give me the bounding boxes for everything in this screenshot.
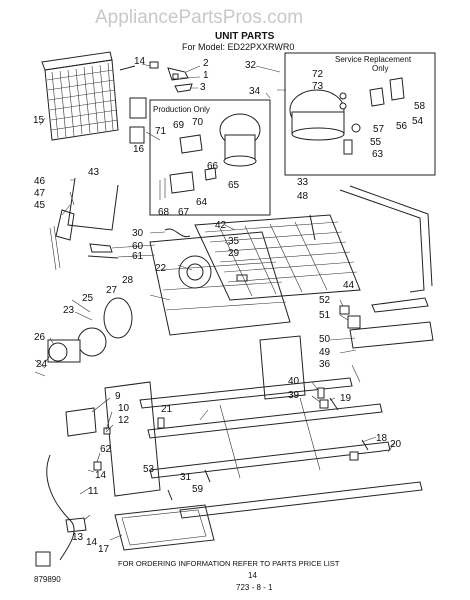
callout-63: 63 <box>372 149 384 160</box>
callout-53: 53 <box>143 464 155 475</box>
callout-17: 17 <box>98 544 110 555</box>
callout-11: 11 <box>88 486 99 497</box>
callout-27: 27 <box>106 285 118 296</box>
callout-labels: 14 2 1 3 32 72 73 58 54 56 57 55 63 15 3… <box>33 56 426 555</box>
callout-65: 65 <box>228 180 240 191</box>
diagram-title: UNIT PARTS <box>215 31 275 42</box>
callout-59: 59 <box>192 484 204 495</box>
callout-61: 61 <box>132 251 144 262</box>
callout-43: 43 <box>88 167 100 178</box>
callout-12: 12 <box>118 415 130 426</box>
callout-50: 50 <box>319 334 331 345</box>
callout-23: 23 <box>63 305 75 316</box>
callout-3: 3 <box>200 82 206 93</box>
callout-16: 16 <box>133 144 145 155</box>
callout-72: 72 <box>312 69 324 80</box>
tubing-parts <box>87 228 191 259</box>
callout-46: 46 <box>34 176 46 187</box>
service-inset-title-1: Service Replacement <box>335 55 412 64</box>
callout-49: 49 <box>319 347 331 358</box>
coil-bracket-rod <box>67 177 119 231</box>
callout-31: 31 <box>180 472 192 483</box>
callout-35: 35 <box>228 236 240 247</box>
callout-71: 71 <box>155 126 167 137</box>
callout-30: 30 <box>132 228 144 239</box>
callout-36: 36 <box>319 359 331 370</box>
callout-14-lower: 14 <box>95 470 107 481</box>
callout-42: 42 <box>215 220 227 231</box>
machine-compartment-panel <box>149 231 291 336</box>
callout-60: 60 <box>132 241 144 252</box>
callout-26: 26 <box>34 332 46 343</box>
callout-29: 29 <box>228 248 240 259</box>
callout-18: 18 <box>376 433 388 444</box>
callout-10: 10 <box>118 403 130 414</box>
top-small-parts <box>119 61 193 144</box>
callout-19: 19 <box>340 393 352 404</box>
condenser-coil <box>41 51 119 141</box>
callout-9: 9 <box>115 391 121 402</box>
production-only-inset: Production Only <box>149 99 271 216</box>
callout-70: 70 <box>192 117 204 128</box>
callout-66: 66 <box>207 161 219 172</box>
fan-motor-assembly <box>34 297 133 377</box>
callout-28: 28 <box>122 275 134 286</box>
callout-48: 48 <box>297 191 309 202</box>
callout-44: 44 <box>343 280 355 291</box>
service-inset-title-2: Only <box>372 64 388 73</box>
base-frame <box>104 335 423 519</box>
callout-20: 20 <box>390 439 402 450</box>
drier-bracket <box>49 209 75 271</box>
drain-pan <box>114 504 215 551</box>
callout-52: 52 <box>319 295 331 306</box>
callout-56: 56 <box>396 121 408 132</box>
callout-62: 62 <box>100 444 112 455</box>
drawing-code: 879890 <box>34 575 61 584</box>
callout-47: 47 <box>34 188 46 199</box>
callout-54: 54 <box>412 116 424 127</box>
callout-14: 14 <box>134 56 146 67</box>
callout-64: 64 <box>196 197 208 208</box>
suction-tubing <box>309 185 433 293</box>
callout-22: 22 <box>155 263 167 274</box>
callout-40: 40 <box>288 376 300 387</box>
callout-57: 57 <box>373 124 385 135</box>
callout-2: 2 <box>203 58 209 69</box>
callout-1: 1 <box>203 70 209 81</box>
frame-fasteners <box>157 387 369 501</box>
model-label: For Model: ED22PXXRWR0 <box>182 42 294 52</box>
callout-68: 68 <box>158 207 170 218</box>
page-number: 14 <box>248 571 257 580</box>
callout-14-bottom: 14 <box>86 537 98 548</box>
leader-lines <box>39 63 396 541</box>
watermark-text: AppliancePartsPros.com <box>95 7 303 28</box>
callout-45: 45 <box>34 200 46 211</box>
evaporator-coil <box>194 214 361 301</box>
callout-51: 51 <box>319 310 331 321</box>
callout-24: 24 <box>36 359 48 370</box>
service-replacement-inset: Service Replacement Only <box>284 52 436 176</box>
callout-55: 55 <box>370 137 382 148</box>
callout-69: 69 <box>173 120 185 131</box>
callout-13: 13 <box>72 532 84 543</box>
callout-33: 33 <box>297 177 309 188</box>
callout-25: 25 <box>82 293 94 304</box>
callout-32: 32 <box>245 60 257 71</box>
right-rail-bracket <box>339 297 434 349</box>
sheet-code: 723 - 8 - 1 <box>236 583 273 592</box>
callout-15: 15 <box>33 115 45 126</box>
production-inset-title: Production Only <box>153 105 210 114</box>
callout-73: 73 <box>312 81 324 92</box>
callout-39: 39 <box>288 390 300 401</box>
callout-58: 58 <box>414 101 426 112</box>
callout-34: 34 <box>249 86 261 97</box>
ordering-info: FOR ORDERING INFORMATION REFER TO PARTS … <box>118 559 340 568</box>
callout-21: 21 <box>161 404 173 415</box>
callout-67: 67 <box>178 207 190 218</box>
